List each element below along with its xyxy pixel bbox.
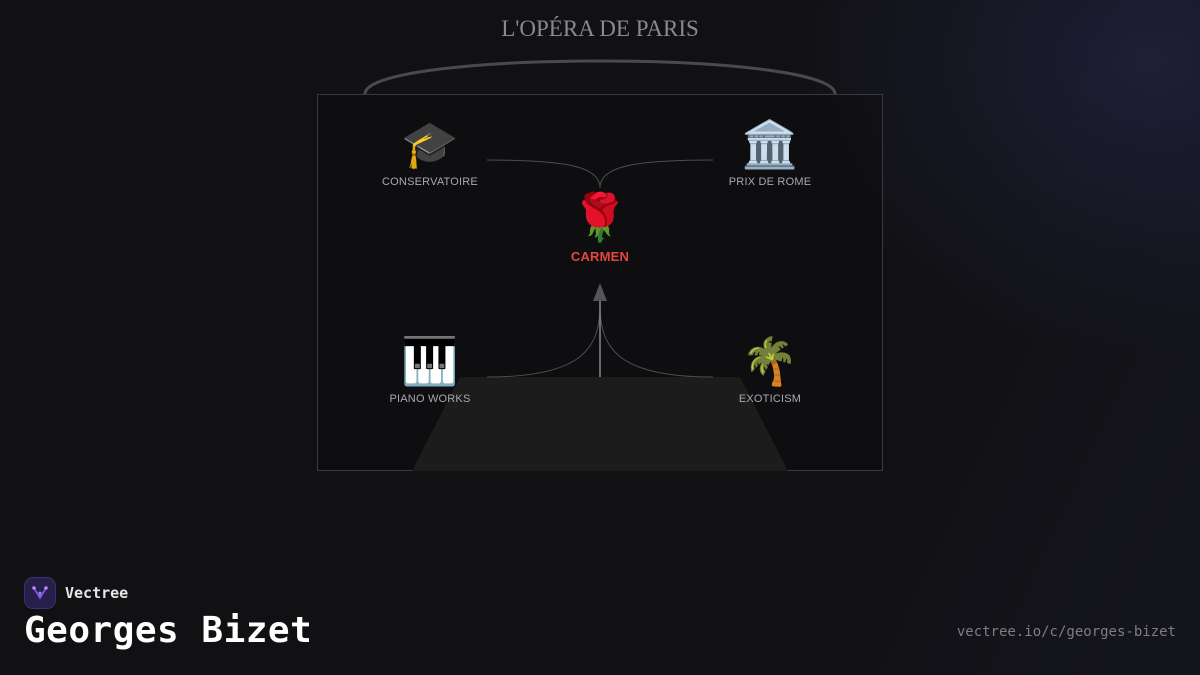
node-label: CONSERVATOIRE xyxy=(382,176,478,188)
brand-name: Vectree xyxy=(65,584,129,602)
node-piano-works: 🎹 PIANO WORKS xyxy=(350,333,510,405)
graduation-cap-icon: 🎓 xyxy=(401,117,459,171)
vectree-logo-icon xyxy=(24,577,56,609)
node-carmen: 🌹 CARMEN xyxy=(520,189,680,264)
node-prix-de-rome: 🏛️ PRIX DE ROME xyxy=(690,116,850,188)
node-label: PIANO WORKS xyxy=(389,393,471,405)
connector-conservatoire xyxy=(486,159,601,189)
classical-building-icon: 🏛️ xyxy=(741,117,799,171)
dome-arc xyxy=(363,59,837,95)
palm-tree-icon: 🌴 xyxy=(741,334,799,388)
node-exoticism: 🌴 EXOTICISM xyxy=(690,333,850,405)
node-label: CARMEN xyxy=(570,249,630,264)
node-conservatoire: 🎓 CONSERVATOIRE xyxy=(350,116,510,188)
stage-platform xyxy=(412,377,788,471)
diagram-title: L'OPÉRA DE PARIS xyxy=(501,16,699,41)
rose-icon: 🌹 xyxy=(571,190,629,244)
brand[interactable]: Vectree xyxy=(24,577,128,609)
node-label: EXOTICISM xyxy=(738,393,802,405)
page-url[interactable]: vectree.io/c/georges-bizet xyxy=(956,624,1176,640)
connector-prix-de-rome xyxy=(599,159,714,189)
arrow-head xyxy=(593,283,607,301)
node-label: PRIX DE ROME xyxy=(728,176,812,188)
connector-exoticism xyxy=(599,304,714,378)
piano-keys-icon: 🎹 xyxy=(401,334,459,388)
connector-piano-works xyxy=(486,304,601,378)
subject-title: Georges Bizet xyxy=(24,610,313,651)
